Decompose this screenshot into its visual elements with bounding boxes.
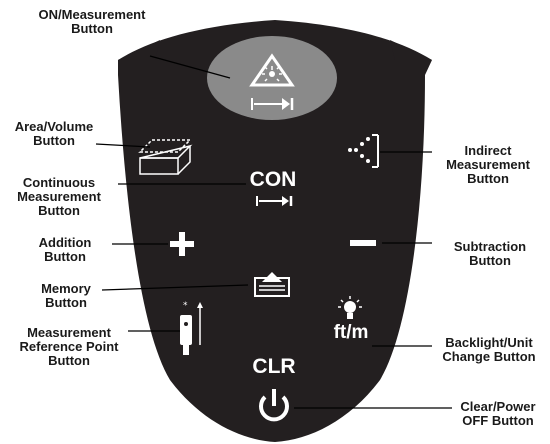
minus-icon[interactable]: [350, 240, 376, 246]
continuous-arrow-icon: [256, 196, 293, 206]
callout-subtraction: Subtraction Button: [453, 239, 527, 268]
memory-icon[interactable]: [254, 272, 290, 297]
svg-text:*: *: [183, 301, 188, 311]
clr-key-label[interactable]: CLR: [252, 355, 296, 378]
keypad-shoulder-right: [390, 40, 432, 60]
callout-addition: Addition Button: [38, 235, 92, 264]
callout-backlight-unit: Backlight/Unit Change Button: [442, 335, 536, 364]
plus-icon[interactable]: [170, 232, 194, 256]
area-volume-icon[interactable]: [138, 139, 193, 175]
reference-point-icon[interactable]: *: [180, 301, 203, 355]
keypad-shoulder-left: [118, 40, 160, 60]
callout-indirect: Indirect Measurement Button: [446, 143, 530, 186]
measure-arrow-icon: [251, 98, 294, 110]
laser-warning-icon: [249, 53, 295, 87]
bulb-icon: [338, 296, 362, 319]
callout-clear-power: Clear/Power OFF Button: [460, 399, 536, 428]
indirect-measurement-icon[interactable]: [348, 134, 379, 168]
callout-area-volume: Area/Volume Button: [14, 119, 94, 148]
power-icon[interactable]: [259, 389, 289, 422]
callout-continuous: Continuous Measurement Button: [17, 175, 101, 218]
callout-on-measurement: ON/Measurement Button: [38, 7, 146, 36]
keypad-panel: [118, 20, 432, 442]
con-key-label[interactable]: CON: [249, 168, 297, 191]
leader-lines: [95, 55, 452, 409]
on-measurement-button[interactable]: [207, 36, 337, 120]
callout-memory: Memory Button: [41, 281, 91, 310]
callout-reference-point: Measurement Reference Point Button: [19, 325, 119, 368]
ftm-key-label[interactable]: ft/m: [333, 322, 369, 343]
